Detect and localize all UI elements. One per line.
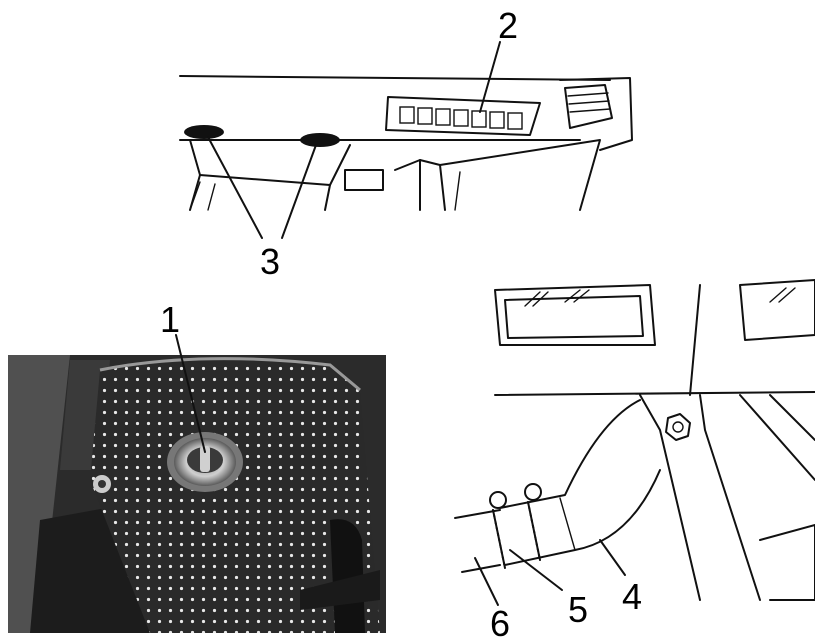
hose-clamp-2 bbox=[524, 483, 542, 561]
bolt bbox=[665, 413, 691, 441]
vent-grille bbox=[564, 84, 613, 129]
filler-cap-photo bbox=[8, 355, 386, 633]
cab-lamp-right bbox=[300, 133, 340, 147]
callout-2: 2 bbox=[498, 5, 518, 46]
cab-lamp-left bbox=[184, 125, 224, 139]
hose-clamp-1 bbox=[489, 491, 507, 569]
switch-panel bbox=[385, 96, 541, 136]
callout-3: 3 bbox=[260, 241, 280, 282]
callout-1: 1 bbox=[160, 299, 180, 340]
filler-cap bbox=[167, 432, 243, 492]
callout-4: 4 bbox=[622, 576, 642, 617]
hose-clamp-illustration bbox=[454, 279, 815, 606]
callout-6: 6 bbox=[490, 603, 510, 639]
callout-5: 5 bbox=[568, 589, 588, 630]
leader-1 bbox=[175, 334, 206, 453]
cab-roof-illustration bbox=[179, 41, 633, 239]
